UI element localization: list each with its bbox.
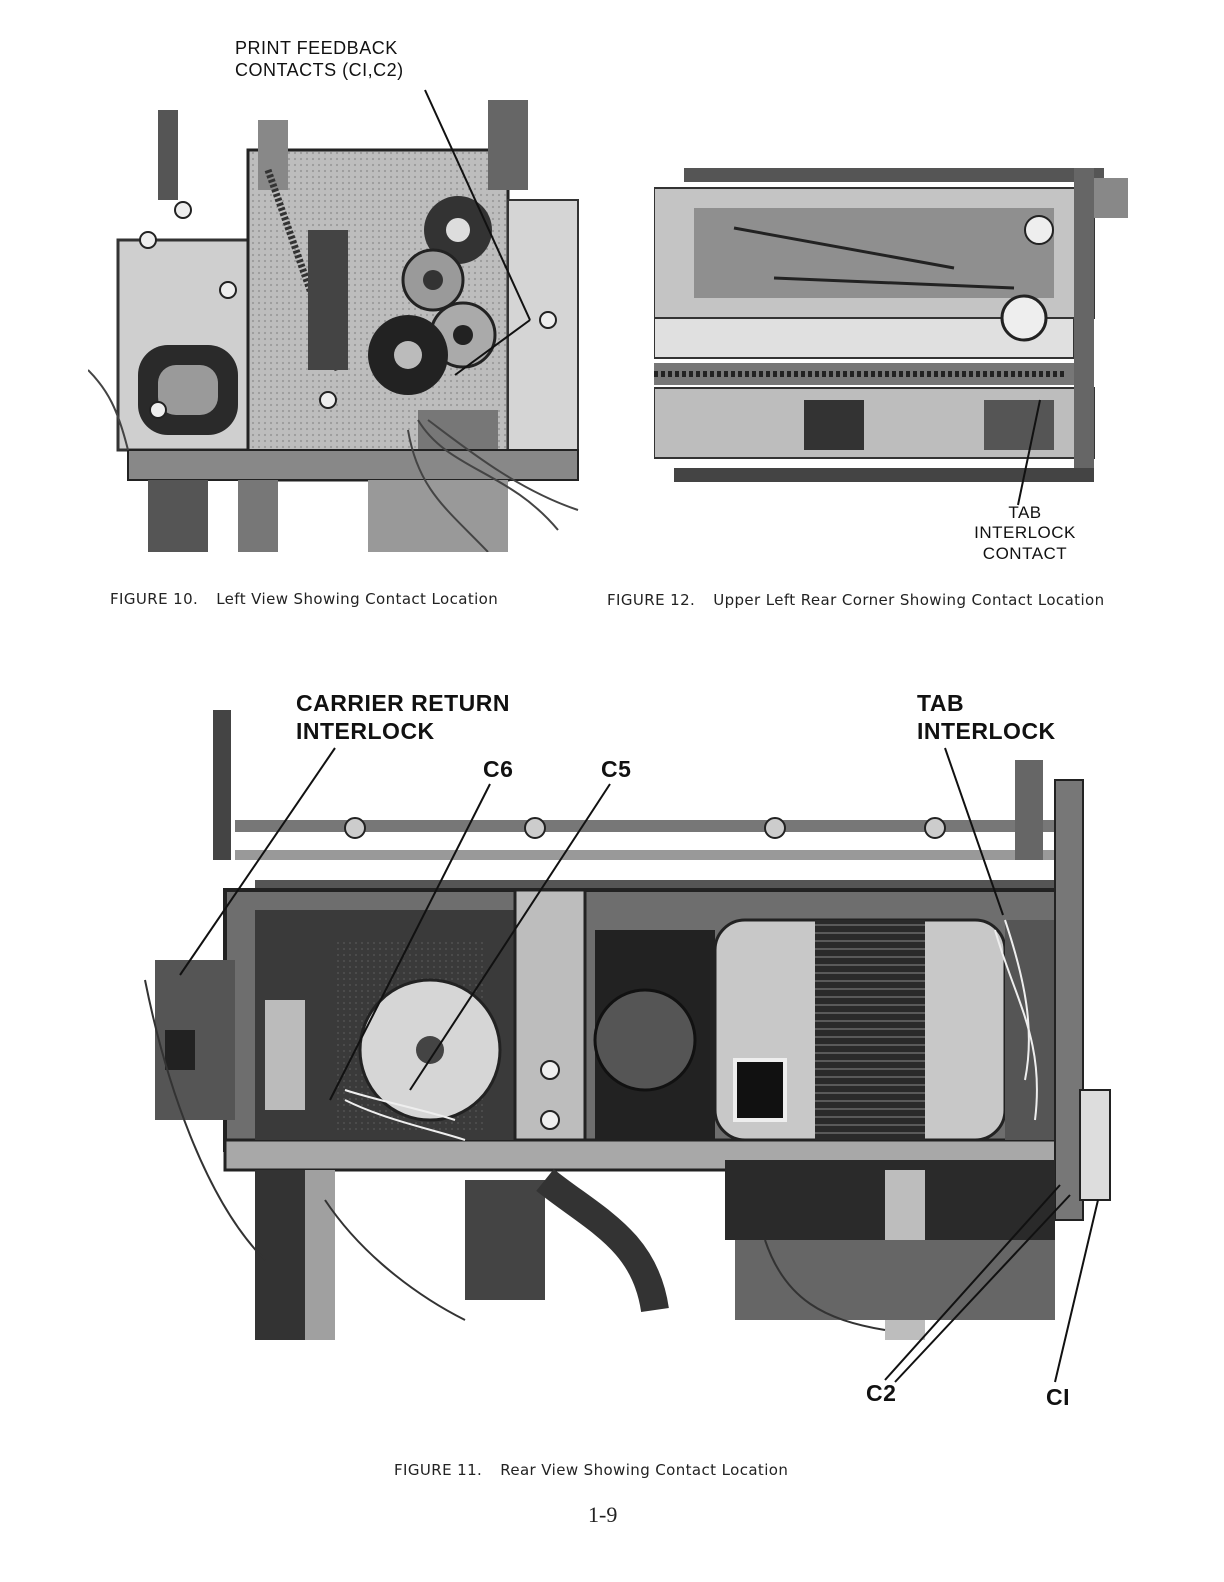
callout-c2: C2 — [866, 1380, 896, 1408]
figure-10-mechanism-illustration — [88, 90, 584, 552]
figure-10-title: Left View Showing Contact Location — [216, 590, 498, 608]
callout-carrier-return-interlock: CARRIER RETURN INTERLOCK — [296, 690, 510, 745]
callout-c1: CI — [1046, 1384, 1070, 1412]
figure-10-caption: FIGURE 10. Left View Showing Contact Loca… — [110, 590, 498, 608]
callout-print-feedback-contacts: PRINT FEEDBACK CONTACTS (CI,C2) — [235, 38, 404, 81]
callout-c6: C6 — [483, 756, 513, 784]
figure-12-caption: FIGURE 12. Upper Left Rear Corner Showing… — [607, 591, 1105, 609]
figure-11-title: Rear View Showing Contact Location — [500, 1461, 788, 1479]
figure-12-number: FIGURE 12. — [607, 591, 695, 609]
figure-12-title: Upper Left Rear Corner Showing Contact L… — [713, 591, 1104, 609]
callout-print-feedback-line2: CONTACTS (CI,C2) — [235, 60, 404, 82]
callout-tab-interlock-line1: TAB — [917, 690, 1056, 718]
figure-11-mechanism-illustration — [125, 700, 1135, 1365]
page-number: 1-9 — [588, 1502, 617, 1528]
figure-11-caption: FIGURE 11. Rear View Showing Contact Loca… — [394, 1461, 788, 1479]
callout-c6-label: C6 — [483, 756, 513, 782]
figure-10-number: FIGURE 10. — [110, 590, 198, 608]
figure-12-mechanism-illustration — [654, 168, 1128, 486]
callout-tab-interlock-contact-line2: CONTACT — [955, 544, 1095, 564]
callout-tab-interlock-line2: INTERLOCK — [917, 718, 1056, 746]
callout-tab-interlock-contact: TAB INTERLOCK CONTACT — [955, 503, 1095, 564]
figure-10-photo — [88, 90, 584, 552]
figure-12-photo — [654, 168, 1128, 486]
callout-c2-label: C2 — [866, 1380, 896, 1406]
callout-print-feedback-line1: PRINT FEEDBACK — [235, 38, 404, 60]
callout-c5: C5 — [601, 756, 631, 784]
callout-carrier-return-line1: CARRIER RETURN — [296, 690, 510, 718]
callout-carrier-return-line2: INTERLOCK — [296, 718, 510, 746]
callout-tab-interlock-contact-line1: TAB INTERLOCK — [955, 503, 1095, 544]
callout-tab-interlock: TAB INTERLOCK — [917, 690, 1056, 745]
callout-c1-label: CI — [1046, 1384, 1070, 1410]
figure-11-photo — [125, 700, 1135, 1365]
callout-c5-label: C5 — [601, 756, 631, 782]
figure-11-number: FIGURE 11. — [394, 1461, 482, 1479]
